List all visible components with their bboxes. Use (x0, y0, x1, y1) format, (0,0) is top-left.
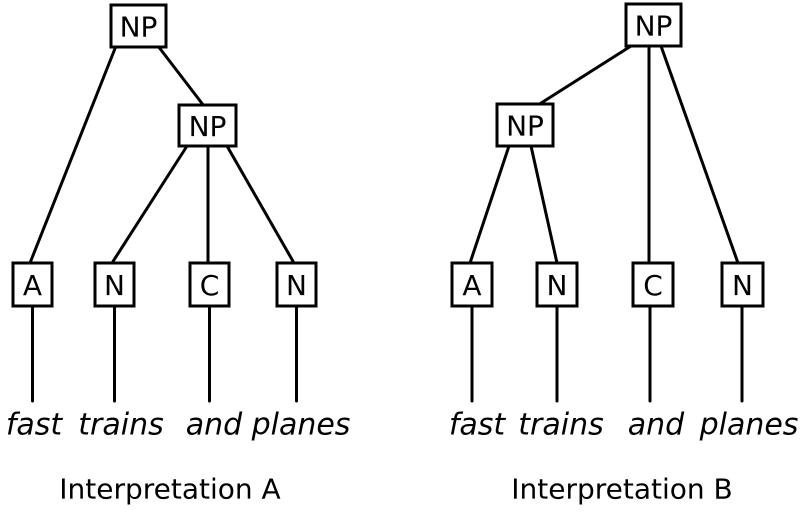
tree-b-edge-subnp-to-a (468, 144, 511, 265)
tree-b: NP NP A N C N fast trains and planes Int… (449, 2, 799, 506)
tree-b-edge-subnp-to-n1 (529, 144, 559, 265)
tree-a-edge-subnp-to-n2 (225, 144, 296, 265)
tree-a-word-trains: trains (78, 408, 163, 443)
tree-b-caption: Interpretation B (511, 473, 733, 506)
tree-a-leaf-c-label: C (200, 269, 220, 302)
tree-a-root-np-box (109, 3, 168, 49)
tree-a-root-np-label: NP (120, 11, 158, 44)
tree-b-word-fast: fast (449, 408, 507, 443)
tree-a-word-planes: planes (251, 408, 351, 443)
tree-b-leaf-n2-label: N (732, 269, 753, 302)
tree-b-leaf-n2-box (720, 261, 765, 308)
tree-b-root-np-label: NP (635, 10, 673, 43)
tree-b-word-planes: planes (699, 408, 799, 443)
tree-a-leaf-n1-box (93, 261, 136, 308)
tree-a-word-fast: fast (6, 408, 64, 443)
tree-a-sub-np-box (177, 103, 238, 148)
tree-b-word-and: and (628, 408, 685, 443)
tree-b-word-trains: trains (518, 408, 603, 443)
tree-b-sub-np-box (495, 102, 555, 148)
tree-a-edge-subnp-to-n1 (110, 144, 189, 265)
tree-b-leaf-a-box (450, 261, 494, 308)
tree-a-leaf-a-label: A (23, 269, 42, 302)
tree-a-leaf-n1-label: N (104, 269, 125, 302)
tree-b-leaf-c-box (631, 261, 675, 308)
tree-b-edge-root-to-n2 (659, 44, 740, 265)
tree-a-leaf-a-box (11, 261, 54, 308)
tree-a-leaf-n2-label: N (286, 269, 307, 302)
tree-b-leaf-n1-box (535, 261, 579, 308)
tree-a-edge-root-to-subnp (156, 44, 206, 108)
tree-b-edge-root-to-subnp (536, 44, 633, 107)
tree-a-leaf-n2-box (275, 261, 318, 308)
tree-b-leaf-c-label: C (643, 269, 663, 302)
tree-b-root-np-box (624, 2, 683, 48)
tree-a-word-and: and (186, 408, 243, 443)
tree-a-sub-np-label: NP (189, 110, 227, 143)
tree-b-sub-np-label: NP (506, 110, 544, 143)
tree-b-leaf-n1-label: N (547, 269, 568, 302)
tree-a-edge-root-to-a (28, 44, 118, 265)
tree-a-leaf-c-box (188, 261, 231, 308)
tree-b-leaf-a-label: A (462, 269, 481, 302)
tree-a: NP NP A N C N fast trains and planes Int… (6, 3, 351, 506)
tree-a-caption: Interpretation A (59, 473, 280, 506)
